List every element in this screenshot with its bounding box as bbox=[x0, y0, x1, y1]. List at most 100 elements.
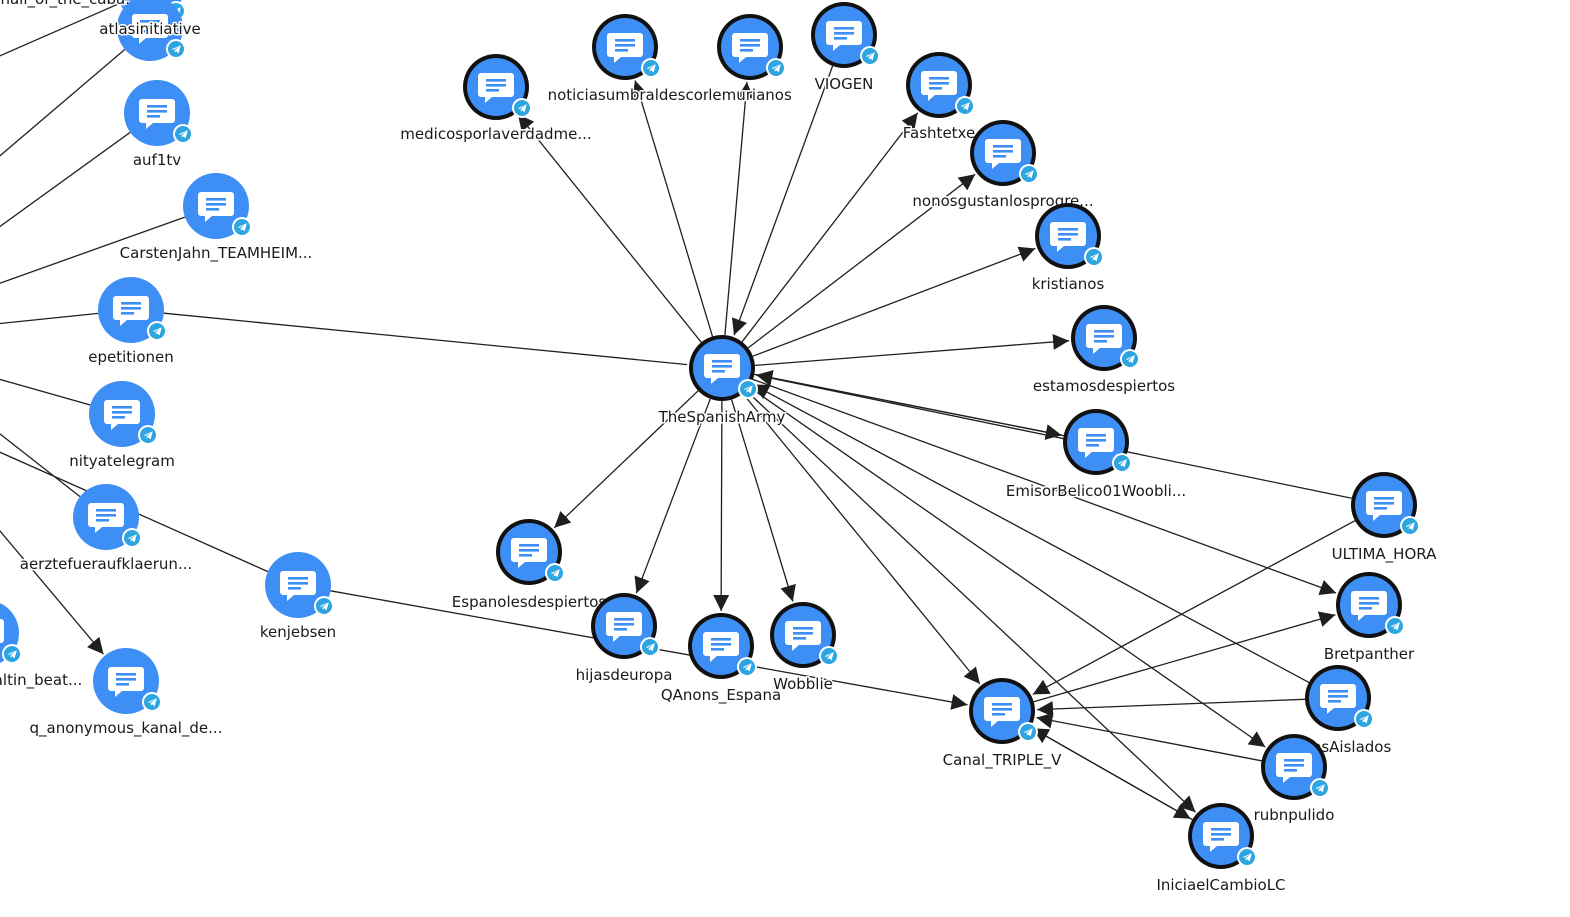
message-bubble-icon bbox=[921, 71, 957, 101]
node-fashtetxe[interactable] bbox=[906, 52, 975, 118]
message-bubble-icon bbox=[113, 296, 149, 326]
node-canal-triple-v[interactable] bbox=[969, 678, 1038, 744]
node-kristianos[interactable] bbox=[1035, 203, 1104, 269]
telegram-icon bbox=[142, 692, 162, 712]
node-wobblie[interactable] bbox=[770, 602, 839, 668]
edge-aerztefueraufklaerun-to-offleft-7 bbox=[0, 433, 81, 498]
edge-thespanisharmy-to-rubnpulido bbox=[748, 386, 1266, 748]
telegram-icon bbox=[1400, 516, 1420, 536]
node-medicosporlaverdad[interactable] bbox=[463, 54, 532, 120]
message-bubble-icon bbox=[0, 619, 4, 643]
telegram-icon bbox=[641, 58, 661, 78]
node-label-nityatelegram: nityatelegram bbox=[69, 452, 175, 470]
message-bubble-icon bbox=[1366, 491, 1402, 521]
node-label-kristianos: kristianos bbox=[1032, 275, 1105, 293]
node-altin-beat[interactable] bbox=[0, 600, 22, 666]
edge-atlasinitiative-to-offleft-2 bbox=[0, 48, 126, 157]
edge-thespanisharmy-to-kristianos bbox=[752, 246, 1036, 357]
node-ultima-hora[interactable] bbox=[1351, 472, 1420, 538]
edge-thespanisharmy-to-nonosgustan bbox=[747, 173, 976, 349]
node-iniciaelcambiolc[interactable] bbox=[1188, 803, 1257, 869]
message-bubble-icon bbox=[1276, 753, 1312, 783]
edge-offleft-9-to-q-anonymous bbox=[0, 529, 104, 655]
telegram-icon bbox=[766, 58, 786, 78]
node-label-qanons-espana: QAnons_Espana bbox=[661, 686, 781, 705]
node-label-viogen: VIOGEN bbox=[815, 75, 874, 93]
message-bubble-icon bbox=[607, 33, 643, 63]
message-bubble-icon bbox=[1320, 684, 1356, 714]
message-bubble-icon bbox=[198, 192, 234, 222]
node-viogen[interactable] bbox=[811, 2, 880, 68]
node-label-wobblie: Wobblie bbox=[773, 675, 833, 693]
node-lemurianos[interactable] bbox=[717, 14, 786, 80]
message-bubble-icon bbox=[1351, 591, 1387, 621]
node-bretpanther[interactable] bbox=[1336, 572, 1405, 638]
message-bubble-icon bbox=[139, 99, 175, 129]
node-label-rubnpulido: rubnpulido bbox=[1254, 806, 1335, 824]
node-label-nonosgustan: nonosgustanlosprogre... bbox=[912, 192, 1093, 210]
telegram-icon bbox=[819, 646, 839, 666]
node-qanons-espana[interactable] bbox=[688, 613, 757, 679]
edge-thespanisharmy-to-wobblie bbox=[730, 399, 796, 602]
edge-thespanisharmy-to-estamosdespiertos bbox=[754, 333, 1070, 367]
node-carstenjahn[interactable] bbox=[183, 173, 252, 239]
node-thespanisharmy[interactable] bbox=[689, 335, 758, 401]
message-bubble-icon bbox=[606, 612, 642, 642]
edge-viogen-to-thespanisharmy bbox=[731, 65, 834, 336]
edge-thespanisharmy-to-espanolesdespiertos bbox=[553, 390, 699, 529]
node-emisorbelico[interactable] bbox=[1063, 409, 1132, 475]
telegram-icon bbox=[738, 379, 758, 399]
node-nityatelegram[interactable] bbox=[89, 381, 158, 447]
edge-thespanisharmy-to-bretpanther bbox=[752, 378, 1337, 596]
edge-rubnpulido-to-canal-triple-v bbox=[1036, 712, 1262, 762]
node-label-canal-triple-v: Canal_TRIPLE_V bbox=[943, 751, 1062, 770]
message-bubble-icon bbox=[88, 503, 124, 533]
edge-epetitionen-to-thespanisharmy bbox=[163, 312, 688, 366]
edges-layer bbox=[0, 2, 1356, 821]
telegram-icon bbox=[737, 657, 757, 677]
node-rubnpulido[interactable] bbox=[1261, 734, 1330, 800]
node-espanolesdespiertos[interactable] bbox=[496, 519, 565, 585]
node-q-anonymous[interactable] bbox=[93, 648, 162, 714]
edge-thespanisharmy-to-fashtetxe bbox=[741, 112, 919, 343]
edge-thespanisharmy-to-noticiasumbral bbox=[632, 80, 714, 337]
node-noticiasumbral[interactable] bbox=[592, 14, 661, 80]
message-bubble-icon bbox=[1086, 324, 1122, 354]
node-label-espanolesdespiertos: Espanolesdespiertos bbox=[452, 593, 607, 611]
edge-ultima-hora-to-canal-triple-v bbox=[1032, 520, 1356, 695]
edge-auf1tv-to-offleft-3 bbox=[0, 131, 131, 228]
message-bubble-icon bbox=[703, 632, 739, 662]
node-label-aerztefueraufklaerun: aerztefueraufklaerun... bbox=[20, 555, 193, 573]
telegram-icon bbox=[1354, 709, 1374, 729]
node-hijasdeuropa[interactable] bbox=[591, 593, 660, 659]
node-auf1tv[interactable] bbox=[124, 80, 193, 146]
node-casosaislados[interactable] bbox=[1305, 665, 1374, 731]
message-bubble-icon bbox=[478, 73, 514, 103]
edge-nityatelegram-to-offleft-6 bbox=[0, 378, 91, 406]
node-label-fashtetxe: Fashtetxe bbox=[903, 124, 975, 142]
edge-canal-triple-v-to-bretpanther bbox=[1033, 611, 1336, 703]
telegram-icon bbox=[955, 96, 975, 116]
edge-carstenjahn-to-offleft-4 bbox=[0, 216, 186, 284]
node-epetitionen[interactable] bbox=[98, 277, 167, 343]
node-label-thespanisharmy: TheSpanishArmy bbox=[658, 408, 786, 426]
message-bubble-icon bbox=[826, 21, 862, 51]
node-nonosgustan[interactable] bbox=[970, 120, 1039, 186]
node-estamosdespiertos[interactable] bbox=[1071, 305, 1140, 371]
message-bubble-icon bbox=[984, 697, 1020, 727]
message-bubble-icon bbox=[280, 571, 316, 601]
node-label-epetitionen: epetitionen bbox=[88, 348, 174, 366]
message-bubble-icon bbox=[132, 14, 168, 44]
telegram-icon bbox=[1385, 616, 1405, 636]
node-atlasinitiative[interactable] bbox=[117, 0, 186, 61]
message-bubble-icon bbox=[108, 667, 144, 697]
telegram-icon bbox=[232, 217, 252, 237]
node-aerztefueraufklaerun[interactable] bbox=[73, 484, 142, 550]
nodes-layer: hall_of_the_caba...atlasinitiativeauf1tv… bbox=[0, 0, 1439, 896]
edge-ultima-hora-to-thespanisharmy bbox=[756, 370, 1352, 499]
telegram-icon bbox=[1310, 778, 1330, 798]
node-kenjebsen[interactable] bbox=[265, 552, 334, 618]
telegram-icon bbox=[1018, 722, 1038, 742]
telegram-icon bbox=[1120, 349, 1140, 369]
